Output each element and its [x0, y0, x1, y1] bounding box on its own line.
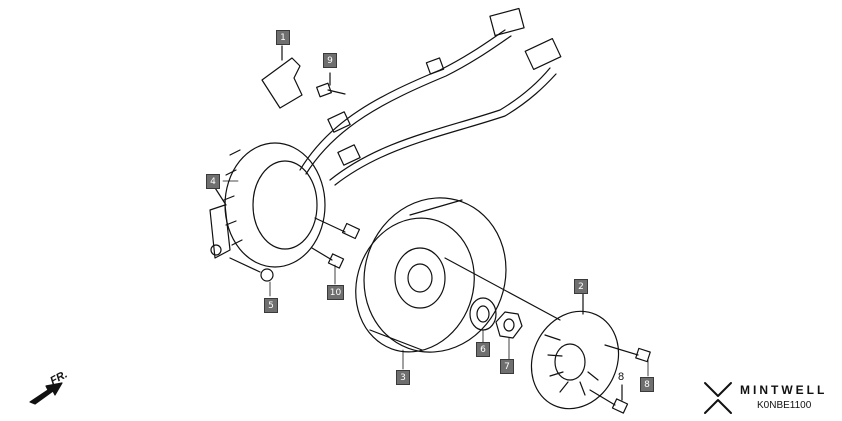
washer-part [469, 297, 497, 331]
wire-harness [299, 7, 562, 186]
front-direction-arrow [29, 382, 63, 405]
callout-5: 5 [264, 298, 278, 313]
cooling-fan-part [530, 292, 620, 410]
callout-2: 2 [574, 279, 588, 294]
brand-name: MINTWELL [740, 383, 828, 397]
nut-part [495, 311, 523, 339]
bracket-part [261, 57, 303, 109]
flywheel-part [355, 197, 561, 353]
bolt-part-9 [316, 72, 346, 98]
stator-part [209, 142, 326, 268]
brand-logo [704, 382, 732, 414]
leader-lines [222, 180, 649, 377]
callout-10: 10 [327, 285, 344, 300]
callout-7: 7 [500, 359, 514, 374]
bolt-part-8 [589, 344, 651, 414]
callout-3: 3 [396, 370, 410, 385]
callout-9: 9 [323, 53, 337, 68]
diagram-code: K0NBE1100 [757, 400, 812, 411]
callout-6: 6 [476, 342, 490, 357]
callout-4: 4 [206, 174, 220, 189]
bolt-part-5 [229, 257, 274, 282]
callout-8-plain: 8 [618, 371, 625, 383]
callout-8: 8 [640, 377, 654, 392]
callout-1: 1 [276, 30, 290, 45]
bolt-part-10 [311, 217, 361, 269]
